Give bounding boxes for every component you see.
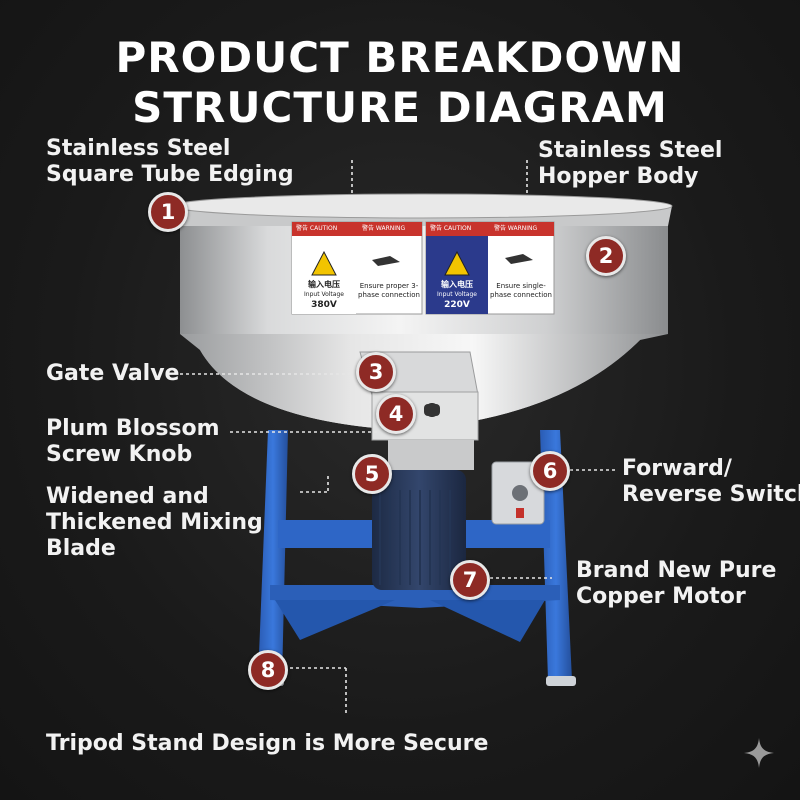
title-line-2: STRUCTURE DIAGRAM: [132, 83, 668, 132]
sign-warning-header-right: 警告 WARNING: [494, 225, 538, 232]
label-5-line-3: Blade: [46, 536, 116, 561]
left-phase-note: Ensure proper 3-phase connection: [358, 282, 420, 299]
label-4-screw-knob: Plum Blossom Screw Knob: [46, 416, 220, 468]
right-voltage-cn: 输入电压: [441, 280, 473, 289]
badge-6: 6: [530, 451, 570, 491]
label-1-line-1: Stainless Steel: [46, 136, 231, 161]
label-3-gate-valve: Gate Valve: [46, 361, 179, 387]
label-6-switch: Forward/ Reverse Switch: [622, 456, 800, 508]
label-3-line-1: Gate Valve: [46, 361, 180, 386]
label-2-hopper-body: Stainless Steel Hopper Body: [538, 138, 722, 190]
badge-8: 8: [248, 650, 288, 690]
sign-caution-header: 警告 CAUTION: [296, 225, 338, 232]
right-phase-note: Ensure single-phase connection: [490, 282, 552, 299]
label-4-line-2: Screw Knob: [46, 442, 193, 467]
badge-1: 1: [148, 192, 188, 232]
right-voltage-en: Input Voltage: [437, 291, 477, 298]
sign-warning-header: 警告 WARNING: [362, 225, 406, 232]
label-7-line-1: Brand New Pure: [576, 558, 777, 583]
left-voltage-en: Input Voltage: [304, 291, 344, 298]
label-5-line-1: Widened and: [46, 484, 209, 509]
label-6-line-2: Reverse Switch: [622, 482, 800, 507]
label-7-motor: Brand New Pure Copper Motor: [576, 558, 776, 610]
label-6-line-1: Forward/: [622, 456, 732, 481]
copper-motor: [372, 470, 466, 590]
left-voltage-value: 380V: [311, 300, 337, 310]
label-1-line-2: Square Tube Edging: [46, 162, 294, 187]
title-line-1: PRODUCT BREAKDOWN: [115, 33, 685, 82]
sign-caution-header-right: 警告 CAUTION: [430, 225, 472, 232]
label-7-line-2: Copper Motor: [576, 584, 746, 609]
label-4-line-1: Plum Blossom: [46, 416, 220, 441]
badge-7: 7: [450, 560, 490, 600]
right-voltage-value: 220V: [444, 300, 470, 310]
label-5-line-2: Thickened Mixing: [46, 510, 263, 535]
leader-lines: [180, 160, 618, 715]
label-2-line-1: Stainless Steel: [538, 138, 723, 163]
badge-2: 2: [586, 236, 626, 276]
label-1-square-tube-edging: Stainless Steel Square Tube Edging: [46, 136, 294, 188]
badge-5: 5: [352, 454, 392, 494]
badge-3: 3: [356, 352, 396, 392]
left-voltage-cn: 输入电压: [308, 280, 340, 289]
label-2-line-2: Hopper Body: [538, 164, 699, 189]
label-8-tripod-stand: Tripod Stand Design is More Secure: [46, 731, 488, 757]
sparkle-icon: [744, 738, 774, 768]
label-8-line-1: Tripod Stand Design is More Secure: [46, 731, 489, 756]
badge-4: 4: [376, 394, 416, 434]
warning-signs: [291, 221, 555, 315]
label-5-mixing-blade: Widened and Thickened Mixing Blade: [46, 484, 263, 562]
